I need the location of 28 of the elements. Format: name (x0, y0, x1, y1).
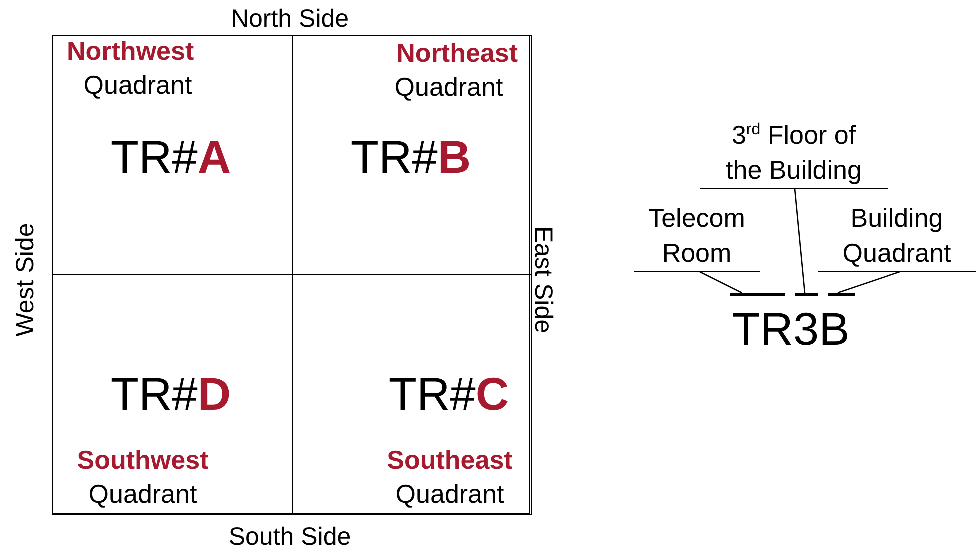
side-label: East Side (528, 226, 558, 334)
annotation-text: Building Quadrant (818, 201, 976, 272)
underline-bar (730, 293, 785, 296)
underline-bar (828, 293, 855, 296)
room-code: TR#A (110, 130, 232, 184)
room-code: TR#C (388, 367, 510, 421)
leader-line (700, 271, 742, 294)
room-code: TR#D (110, 367, 232, 421)
quadrant-label: Quadrant (394, 72, 504, 103)
quadrant-label: Quadrant (88, 479, 198, 510)
quadrant-label: Quadrant (84, 70, 192, 101)
quadrant-heading: Southwest (77, 445, 209, 476)
leader-line (794, 188, 806, 294)
leader-line (838, 271, 900, 294)
annotation-text: 3$^{rd}$ Floor of the Building (700, 118, 888, 189)
quadrant-heading: Northeast (396, 38, 518, 69)
side-label: West Side (12, 223, 40, 337)
quadrant-label: Quadrant (396, 479, 504, 510)
side-label: North Side (230, 5, 350, 34)
quadrant-heading: Northwest (67, 36, 194, 67)
annotation-text: Telecom Room (634, 201, 760, 272)
side-label: South Side (228, 523, 352, 552)
quadrant-box (292, 274, 532, 515)
room-code: TR3B (732, 303, 850, 355)
room-code: TR#B (350, 130, 472, 184)
underline-bar (795, 293, 818, 296)
quadrant-heading: Southeast (387, 445, 513, 476)
floor-plan-outline (52, 35, 530, 514)
